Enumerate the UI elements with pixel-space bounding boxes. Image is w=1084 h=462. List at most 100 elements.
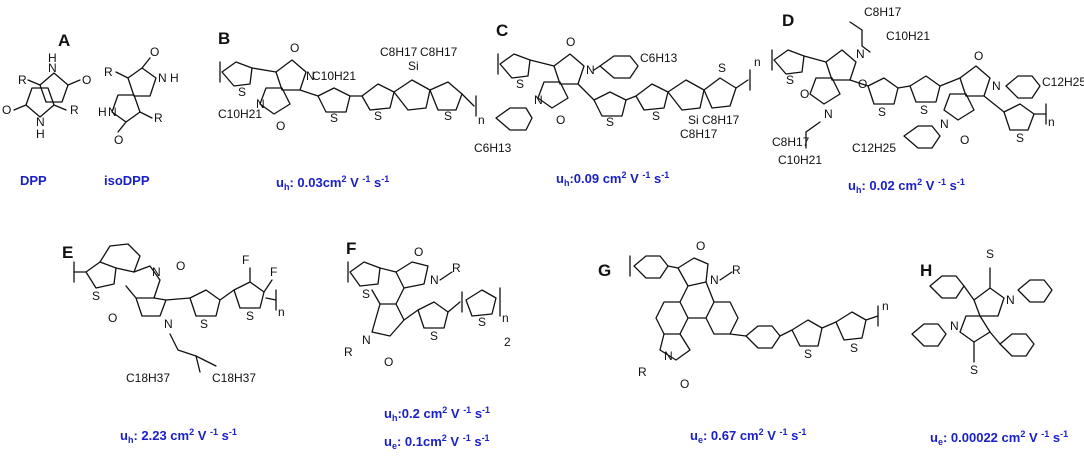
atom-n: N [362, 333, 371, 347]
atom-s: S [878, 105, 886, 119]
polymer-e-structure: S N O O N S S F F n C18H37 C18H37 [73, 243, 285, 385]
panel-letter-e: E [62, 243, 73, 262]
atom-n: N [856, 47, 865, 61]
atom-o: O [800, 87, 809, 101]
atom-o: O [974, 49, 983, 63]
atom-r: R [70, 103, 79, 117]
atom-h: H [36, 127, 45, 141]
mob-exp1: -1 [362, 174, 370, 184]
repeat-n-b: n [478, 113, 485, 127]
atom-s: S [200, 317, 208, 331]
panel-d: D C8H17 C10H21 S N O O N C8H17 C10H21 S … [771, 5, 1084, 195]
sub-f-r-bottom: R [344, 345, 353, 359]
atom-n: N [108, 105, 117, 119]
atom-h: H [48, 51, 57, 65]
atom-o: O [566, 35, 575, 49]
sub-e-f-a: F [242, 253, 249, 267]
atom-o: O [114, 133, 123, 147]
mob-s: s [370, 175, 381, 190]
thio-dpp-structure: S N N S [911, 247, 1053, 377]
polymer-g-structure: O N R N R O S S n [629, 239, 889, 391]
atom-s: S [246, 309, 254, 323]
mob-tail: V [347, 175, 363, 190]
atom-n: N [1006, 293, 1015, 307]
sub-d-c12h25-left: C12H25 [852, 141, 896, 155]
repeat-n-f: n [502, 311, 509, 325]
atom-n: N [430, 273, 439, 287]
atom-o: O [82, 73, 91, 87]
mobility-f-electron: ue: 0.1cm2 V -1 s-1 [384, 433, 490, 451]
repeat-n-c: n [754, 55, 761, 69]
atom-s: S [970, 363, 978, 377]
sub-c-c6h13-bottom: C6H13 [474, 141, 512, 155]
repeat-n-d: n [1048, 115, 1055, 129]
atom-o: O [2, 103, 11, 117]
panel-letter-h: H [920, 261, 932, 280]
atom-s: S [606, 115, 614, 129]
atom-s: S [920, 103, 928, 117]
atom-o: O [290, 41, 299, 55]
atom-s: S [786, 73, 794, 87]
mob-text: : 0.03cm [289, 175, 341, 190]
mob-label: u [276, 175, 284, 190]
atom-s: S [718, 61, 726, 75]
atom-s: S [516, 77, 524, 91]
sub-b-c8h17-a: C8H17 [380, 45, 418, 59]
mobility-f-hole: uh:0.2 cm2 V -1 s-1 [384, 405, 490, 423]
panel-g: G O N R N R O S S n [598, 239, 889, 445]
polymer-d-structure: C8H17 C10H21 S N O O N C8H17 C10H21 S S [771, 5, 1084, 167]
sub-d-c10h21-bottom: C10H21 [778, 153, 822, 167]
atom-s: S [92, 289, 100, 303]
panel-f: F S O N R N R O S S n 2 uh:0. [344, 239, 511, 451]
mob-exp2: -1 [381, 174, 389, 184]
atom-o: O [960, 133, 969, 147]
atom-s: S [430, 329, 438, 343]
atom-o: O [176, 259, 185, 273]
atom-n: N [586, 63, 595, 77]
mobility-g: ue: 0.67 cm2 V -1 s-1 [690, 427, 806, 445]
mob-sub: h [284, 182, 290, 192]
atom-n: N [664, 349, 673, 363]
panel-c: C S O N C6H13 N C6H13 O S S S S [474, 21, 761, 188]
atom-s: S [986, 247, 994, 261]
sub-c-c8h17-b: C8H17 [680, 127, 718, 141]
atom-n: N [824, 107, 833, 121]
atom-s: S [478, 315, 486, 329]
sub-d-c8h17-bottom: C8H17 [772, 135, 810, 149]
atom-r: R [104, 65, 113, 79]
mobility-h: ue: 0.00022 cm2 V -1 s-1 [930, 429, 1068, 447]
atom-n: N [710, 273, 719, 287]
panel-letter-c: C [496, 21, 508, 40]
atom-o: O [414, 245, 423, 259]
sub-b-c10h21-bottom: C10H21 [218, 107, 262, 121]
polymer-c-structure: S O N C6H13 N C6H13 O S S S Si C8H17 C8H… [474, 35, 761, 155]
sub-c-si: Si [688, 113, 699, 127]
sub-c-c8h17-a: C8H17 [702, 113, 740, 127]
atom-o: O [108, 311, 117, 325]
sub-e-c18h37-b: C18H37 [212, 371, 256, 385]
panel-e: E S N O O N S S F F n [62, 243, 285, 445]
isodpp-name: isoDPP [104, 173, 150, 188]
panel-letter-g: G [598, 261, 611, 280]
dpp-structure: N H O R O R N H [2, 51, 91, 141]
panel-letter-a: A [58, 31, 70, 50]
repeat-2-f: 2 [504, 335, 511, 349]
sub-c-c6h13-top: C6H13 [640, 51, 678, 65]
atom-h: H [170, 71, 179, 85]
atom-n: N [164, 317, 173, 331]
atom-n: N [48, 61, 57, 75]
atom-s: S [652, 109, 660, 123]
polymer-b-structure: S O N C10H21 N C10H21 O S S Si C8H17 C8H… [218, 41, 485, 133]
atom-s: S [804, 347, 812, 361]
mobility-d: uh: 0.02 cm2 V -1 s-1 [848, 177, 965, 195]
atom-r: R [18, 73, 27, 87]
atom-s: S [850, 341, 858, 355]
atom-n: N [940, 117, 949, 131]
mob-unit: 2 [342, 174, 347, 184]
sub-b-si: Si [408, 59, 419, 73]
atom-o: O [150, 45, 159, 59]
atom-s: S [330, 111, 338, 125]
panel-b: B S O N C10H21 N C10H21 O S S Si C8H17 C… [218, 29, 485, 192]
panel-h: H S N N S ue: 0.00022 cm2 V -1 s-1 [911, 247, 1068, 447]
